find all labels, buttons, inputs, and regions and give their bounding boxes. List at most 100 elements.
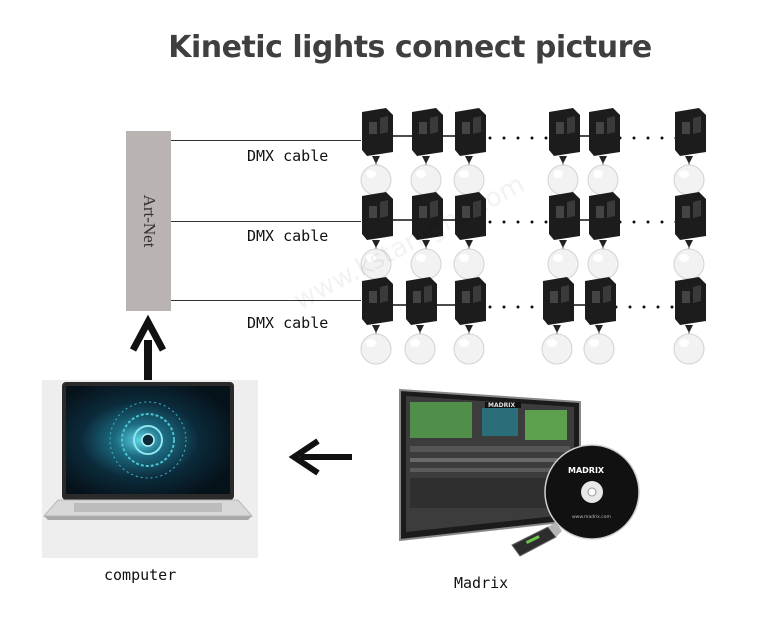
kinetic-light-fixture (410, 192, 443, 280)
ellipsis-dot (646, 220, 650, 224)
winch-panel (561, 285, 569, 303)
kinetic-light-fixture (453, 277, 486, 365)
page-title: Kinetic lights connect picture (168, 30, 652, 65)
ellipsis-dot (632, 136, 636, 140)
ellipsis-dot (516, 220, 520, 224)
ellipsis-dot (488, 136, 492, 140)
art-net-hub: Art-Net (126, 131, 171, 311)
winch-label (462, 206, 470, 218)
winch-label (413, 291, 421, 303)
winch-hook (685, 325, 693, 333)
winch-label (596, 206, 604, 218)
kinetic-light-fixture (587, 108, 620, 196)
winch-hook (465, 240, 473, 248)
winch-panel (424, 285, 432, 303)
ellipsis-dot (516, 305, 520, 309)
kinetic-light-fixture (404, 277, 437, 365)
ball-highlight (366, 339, 376, 347)
ball-highlight (679, 339, 689, 347)
madrix-label: Madrix (454, 574, 509, 592)
winch-label (419, 122, 427, 134)
kinetic-light-fixture (541, 277, 574, 365)
winch-panel (603, 285, 611, 303)
watermark-text: www.kstarlight.com (289, 169, 530, 316)
kinetic-light-fixture (547, 192, 580, 280)
ball-highlight (366, 170, 376, 178)
ball-highlight (416, 254, 426, 262)
winch-panel (607, 116, 615, 134)
winch-label (682, 122, 690, 134)
ball-highlight (553, 254, 563, 262)
winch-panel (567, 200, 575, 218)
ball-highlight (593, 254, 603, 262)
dmx-cable-line-1 (171, 140, 361, 141)
winch-hook (685, 156, 693, 164)
ellipsis-dot (530, 220, 534, 224)
ellipsis-dot (488, 220, 492, 224)
kinetic-light-fixture (360, 108, 393, 196)
winch-panel (693, 200, 701, 218)
winch-panel (693, 285, 701, 303)
winch-label (462, 122, 470, 134)
winch-label (369, 206, 377, 218)
winch-panel (473, 200, 481, 218)
winch-panel (430, 116, 438, 134)
kinetic-light-fixture (453, 108, 486, 196)
ellipsis-dot (660, 136, 664, 140)
ball-highlight (593, 170, 603, 178)
winch-panel (607, 200, 615, 218)
winch-hook (553, 325, 561, 333)
winch-hook (372, 325, 380, 333)
winch-hook (372, 240, 380, 248)
ellipsis-dot (632, 220, 636, 224)
winch-hook (422, 156, 430, 164)
winch-label (596, 122, 604, 134)
ball-highlight (589, 339, 599, 347)
ball-highlight (679, 170, 689, 178)
winch-panel (567, 116, 575, 134)
winch-label (592, 291, 600, 303)
winch-hook (685, 240, 693, 248)
winch-label (682, 206, 690, 218)
winch-panel (380, 200, 388, 218)
kinetic-light-fixture (673, 277, 706, 365)
ellipsis-dot (544, 220, 548, 224)
winch-panel (693, 116, 701, 134)
ball-highlight (553, 170, 563, 178)
winch-hook (416, 325, 424, 333)
winch-panel (380, 285, 388, 303)
ellipsis-dot (502, 220, 506, 224)
ellipsis-dot (656, 305, 660, 309)
ball-highlight (459, 254, 469, 262)
winch-hook (559, 240, 567, 248)
dmx-cable-label-3: DMX cable (247, 314, 329, 332)
winch-hook (595, 325, 603, 333)
winch-hook (599, 240, 607, 248)
kinetic-light-fixture (453, 192, 486, 280)
madrix-monitor-brand: MADRIX (488, 402, 515, 409)
ball-highlight (547, 339, 557, 347)
ellipsis-dot (530, 305, 534, 309)
winch-label (369, 291, 377, 303)
ellipsis-dot (670, 305, 674, 309)
kinetic-light-fixture (673, 192, 706, 280)
madrix-disc-url: www.madrix.com (572, 514, 611, 520)
winch-panel (380, 116, 388, 134)
ball-highlight (459, 170, 469, 178)
winch-label (462, 291, 470, 303)
winch-label (550, 291, 558, 303)
winch-panel (430, 200, 438, 218)
computer-label: computer (104, 566, 177, 584)
madrix-disc-brand: MADRIX (568, 466, 605, 475)
winch-hook (465, 156, 473, 164)
winch-label (556, 122, 564, 134)
kinetic-light-fixture (360, 192, 393, 280)
winch-hook (559, 156, 567, 164)
kinetic-light-fixture (673, 108, 706, 196)
winch-label (369, 122, 377, 134)
ellipsis-dot (642, 305, 646, 309)
